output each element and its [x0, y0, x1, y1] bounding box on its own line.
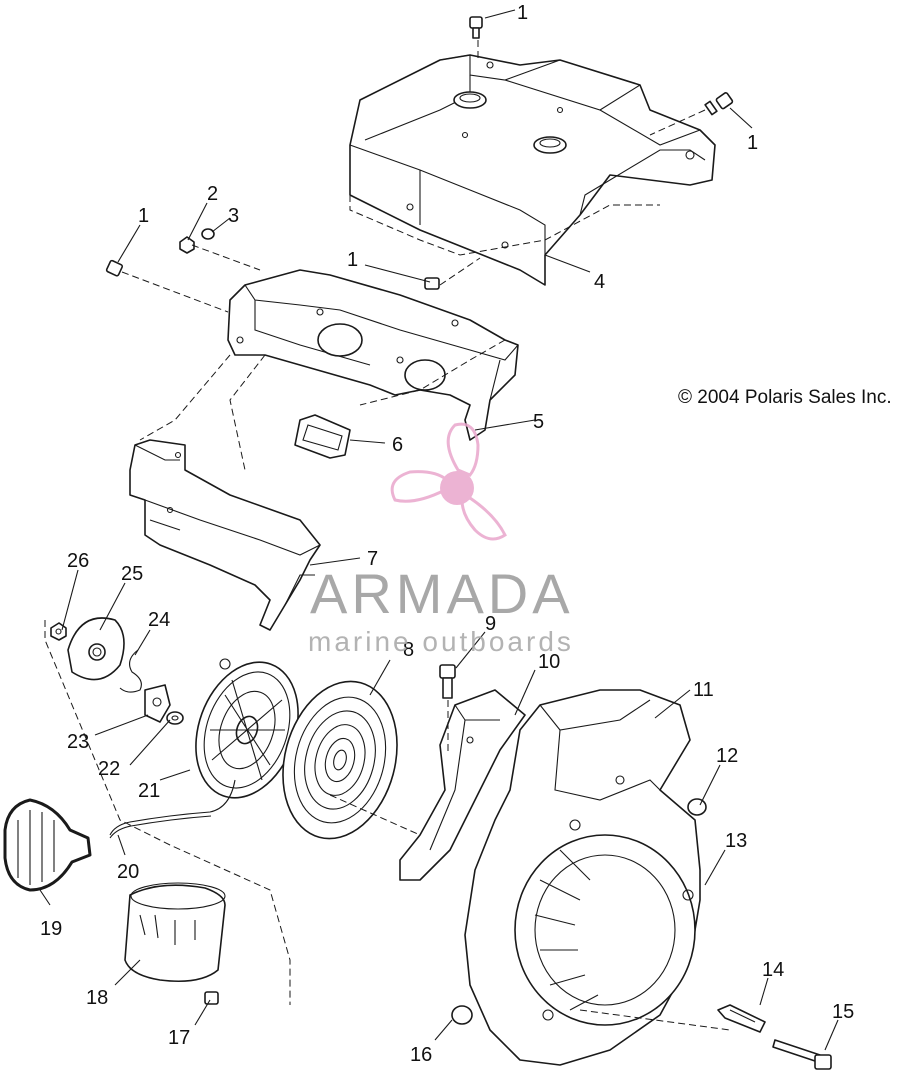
watermark-brand: ARMADA [310, 562, 574, 625]
callout-label: 21 [138, 780, 160, 802]
callout-label: 19 [40, 918, 62, 940]
lower-bracket [129, 439, 321, 631]
watermark: ARMADA marine outboards [308, 422, 574, 657]
nut [451, 1005, 473, 1025]
bolt [469, 16, 483, 39]
copyright-notice: © 2004 Polaris Sales Inc. [678, 387, 892, 408]
mounting-plate [717, 1004, 766, 1033]
callout-label: 7 [367, 548, 378, 570]
callout-label: 22 [98, 758, 120, 780]
callout-label: 8 [403, 639, 414, 661]
propeller-icon [390, 422, 507, 541]
callout-label: 12 [716, 745, 738, 767]
callout-label: 5 [533, 411, 544, 433]
callout-label: 6 [392, 434, 403, 456]
blower-housing [464, 689, 701, 1066]
mounting-strap [399, 689, 526, 881]
recoil-spring [282, 680, 398, 840]
callout-label: 1 [517, 2, 528, 24]
long-bolt [772, 1039, 832, 1070]
nut [687, 798, 707, 816]
starter-handle [3, 798, 92, 892]
callout-label: 18 [86, 987, 108, 1009]
watermark-tagline: marine outboards [308, 626, 574, 657]
callout-label: 16 [410, 1044, 432, 1066]
pulley-plate [67, 617, 125, 681]
callout-label: 3 [228, 205, 239, 227]
cup [124, 882, 226, 983]
callout-label: 13 [725, 830, 747, 852]
gasket [294, 414, 351, 459]
callout-label: 2 [207, 183, 218, 205]
starter-rope [109, 779, 236, 839]
bolt [439, 664, 456, 699]
leader-lines [39, 9, 839, 1051]
top-shroud-cover [349, 54, 716, 286]
callout-labels: 1 1 1 1 2 3 4 5 6 7 8 9 10 11 12 13 14 1… [40, 2, 854, 1066]
mounting-bracket [227, 269, 519, 441]
bolt [704, 92, 734, 116]
callout-label: 11 [693, 679, 714, 701]
callout-label: 10 [538, 651, 560, 673]
bolt [424, 277, 440, 290]
callout-label: 9 [485, 613, 496, 635]
callout-label: 1 [138, 205, 149, 227]
callout-label: 20 [117, 861, 139, 883]
callout-label: 15 [832, 1001, 854, 1023]
screw [204, 991, 219, 1005]
callout-label: 4 [594, 271, 605, 293]
callout-label: 1 [747, 132, 758, 154]
callout-label: 17 [168, 1027, 190, 1049]
callout-label: 23 [67, 731, 89, 753]
bolt [105, 259, 124, 277]
callout-label: 14 [762, 959, 784, 981]
washer [166, 711, 184, 725]
alignment-lines [44, 40, 731, 1031]
callout-label: 1 [347, 249, 358, 271]
spring-clip [119, 649, 142, 693]
washer [201, 228, 215, 240]
callout-label: 26 [67, 550, 89, 572]
pawl [144, 684, 171, 723]
callout-label: 24 [148, 609, 170, 631]
starter-reel [195, 658, 299, 799]
callout-label: 25 [121, 563, 143, 585]
nut [179, 236, 195, 254]
